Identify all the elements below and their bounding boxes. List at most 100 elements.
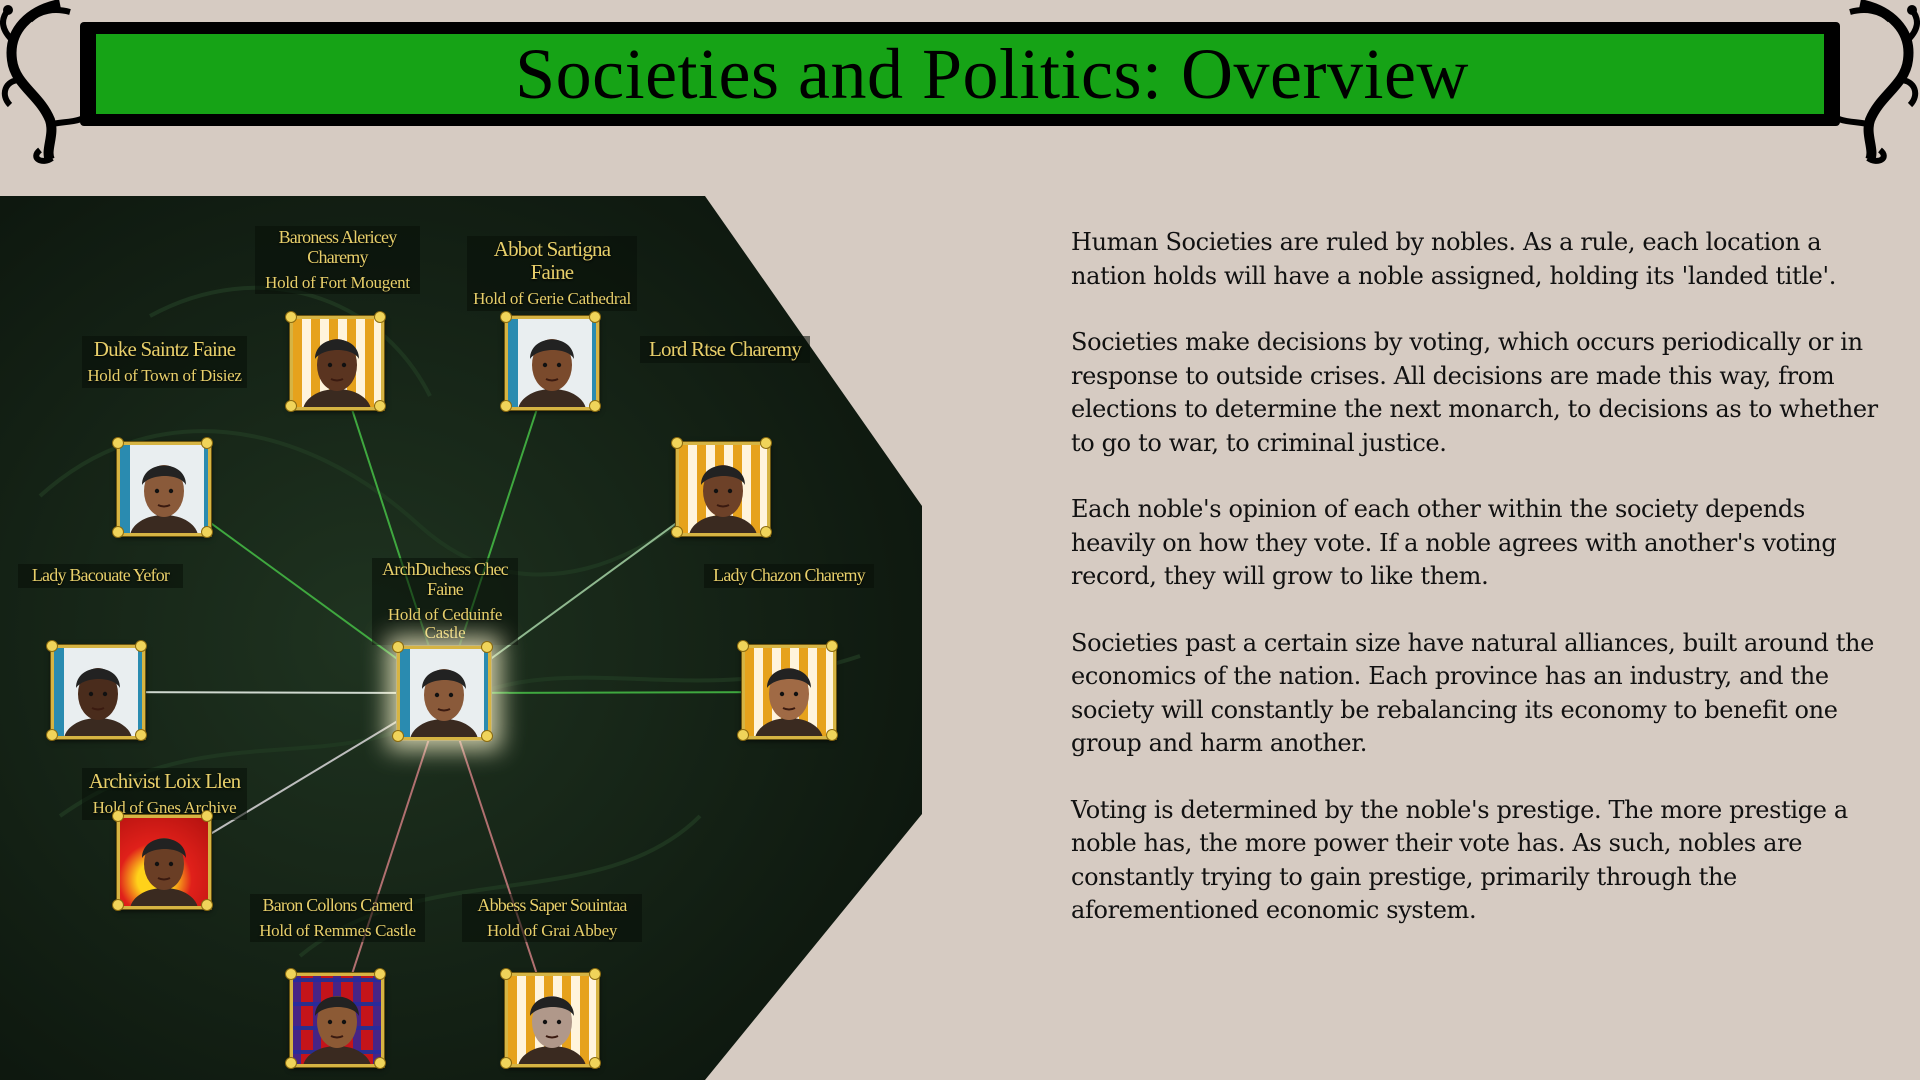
frame-ornament-icon <box>201 810 213 822</box>
noble-portrait[interactable] <box>737 640 838 741</box>
noble-label: Lord Rtse Charemy <box>640 336 810 364</box>
page-title: Societies and Politics: Overview <box>515 34 1469 114</box>
frame-ornament-icon <box>760 437 772 449</box>
portrait-frame <box>290 973 384 1067</box>
portrait-frame <box>51 645 145 739</box>
frame-ornament-icon <box>826 640 838 652</box>
frame-ornament-icon <box>671 437 683 449</box>
frame-ornament-icon <box>112 526 124 538</box>
frame-ornament-icon <box>500 1057 512 1069</box>
frame-ornament-icon <box>135 729 147 741</box>
noble-hold: Hold of Fort Mougent <box>265 272 410 292</box>
noble-name: Baron Collons Camerd <box>262 895 414 915</box>
paragraph-opinion: Each noble's opinion of each other withi… <box>1071 495 1837 590</box>
center-noble-portrait[interactable] <box>392 641 493 742</box>
paragraph-nobles: Human Societies are ruled by nobles. As … <box>1071 228 1837 290</box>
noble-portrait[interactable] <box>500 311 601 412</box>
frame-ornament-icon <box>589 311 601 323</box>
noble-hold: Hold of Town of Disiez <box>87 366 242 386</box>
relation-edge <box>443 691 790 694</box>
frame-ornament-icon <box>201 526 213 538</box>
frame-ornament-icon <box>760 526 772 538</box>
noble-hold: Hold of Grai Abbey <box>486 920 618 940</box>
noble-hold: Hold of Remmes Castle <box>259 920 416 940</box>
frame-ornament-icon <box>374 400 386 412</box>
noble-portrait[interactable] <box>500 968 601 1069</box>
frame-ornament-icon <box>201 437 213 449</box>
frame-ornament-icon <box>589 968 601 980</box>
noble-name: Baroness Alericey Charemy <box>278 227 398 267</box>
frame-ornament-icon <box>589 1057 601 1069</box>
noble-name: Abbot Sartigna Faine <box>493 237 611 285</box>
frame-ornament-icon <box>826 729 838 741</box>
portrait-frame <box>505 316 599 410</box>
noble-portrait[interactable] <box>671 437 772 538</box>
noble-hold: Hold of Gerie Cathedral <box>473 289 631 309</box>
frame-ornament-icon <box>737 729 749 741</box>
noble-hold: Hold of Ceduinfe Castle <box>387 604 503 643</box>
title-banner: Societies and Politics: Overview <box>80 22 1840 126</box>
frame-ornament-icon <box>500 968 512 980</box>
paragraph-alliances: Societies past a certain size have natur… <box>1071 628 1874 758</box>
noble-portrait[interactable] <box>46 640 147 741</box>
frame-ornament-icon <box>285 1057 297 1069</box>
noble-label: Lady Bacouate Yefor <box>18 564 183 588</box>
frame-ornament-icon <box>112 437 124 449</box>
noble-name: ArchDuchess Chec Faine <box>382 559 508 599</box>
frame-ornament-icon <box>112 899 124 911</box>
noble-hold: Hold of Gnes Archive <box>92 798 237 818</box>
description-text: Human Societies are ruled by nobles. As … <box>1071 226 1891 961</box>
frame-ornament-icon <box>374 1057 386 1069</box>
portrait-frame <box>676 442 770 536</box>
frame-ornament-icon <box>135 640 147 652</box>
noble-name: Duke Saintz Faine <box>93 337 236 361</box>
noble-name: Lady Bacouate Yefor <box>31 565 170 585</box>
noble-portrait[interactable] <box>112 810 213 911</box>
frame-ornament-icon <box>392 730 404 742</box>
frame-ornament-icon <box>737 640 749 652</box>
portrait-frame <box>505 973 599 1067</box>
frame-ornament-icon <box>285 311 297 323</box>
noble-portrait[interactable] <box>285 968 386 1069</box>
frame-ornament-icon <box>201 899 213 911</box>
portrait-frame <box>742 645 836 739</box>
frame-ornament-icon <box>46 729 58 741</box>
noble-portrait[interactable] <box>112 437 213 538</box>
relation-edge <box>97 691 445 694</box>
frame-ornament-icon <box>285 968 297 980</box>
frame-ornament-icon <box>374 311 386 323</box>
frame-ornament-icon <box>500 400 512 412</box>
relation-edge <box>336 692 445 1021</box>
frame-ornament-icon <box>46 640 58 652</box>
portrait-frame <box>117 442 211 536</box>
portrait-frame <box>290 316 384 410</box>
frame-ornament-icon <box>500 311 512 323</box>
frame-ornament-icon <box>285 400 297 412</box>
relation-edge <box>443 692 553 1021</box>
noble-name: Archivist Loix Llen <box>88 769 241 793</box>
noble-name: Abbess Saper Souintaa <box>477 895 627 915</box>
frame-ornament-icon <box>112 810 124 822</box>
frame-ornament-icon <box>392 641 404 653</box>
noble-name: Lady Chazon Charemy <box>713 565 866 585</box>
frame-ornament-icon <box>671 526 683 538</box>
portrait-frame <box>117 815 211 909</box>
frame-ornament-icon <box>589 400 601 412</box>
paragraph-voting: Societies make decisions by voting, whic… <box>1071 328 1878 457</box>
noble-label: Lady Chazon Charemy <box>704 564 874 588</box>
portrait-frame <box>397 646 491 740</box>
paragraph-prestige: Voting is determined by the noble's pres… <box>1071 795 1848 925</box>
noble-name: Lord Rtse Charemy <box>648 337 802 361</box>
frame-ornament-icon <box>481 641 493 653</box>
frame-ornament-icon <box>481 730 493 742</box>
noble-portrait[interactable] <box>285 311 386 412</box>
frame-ornament-icon <box>374 968 386 980</box>
